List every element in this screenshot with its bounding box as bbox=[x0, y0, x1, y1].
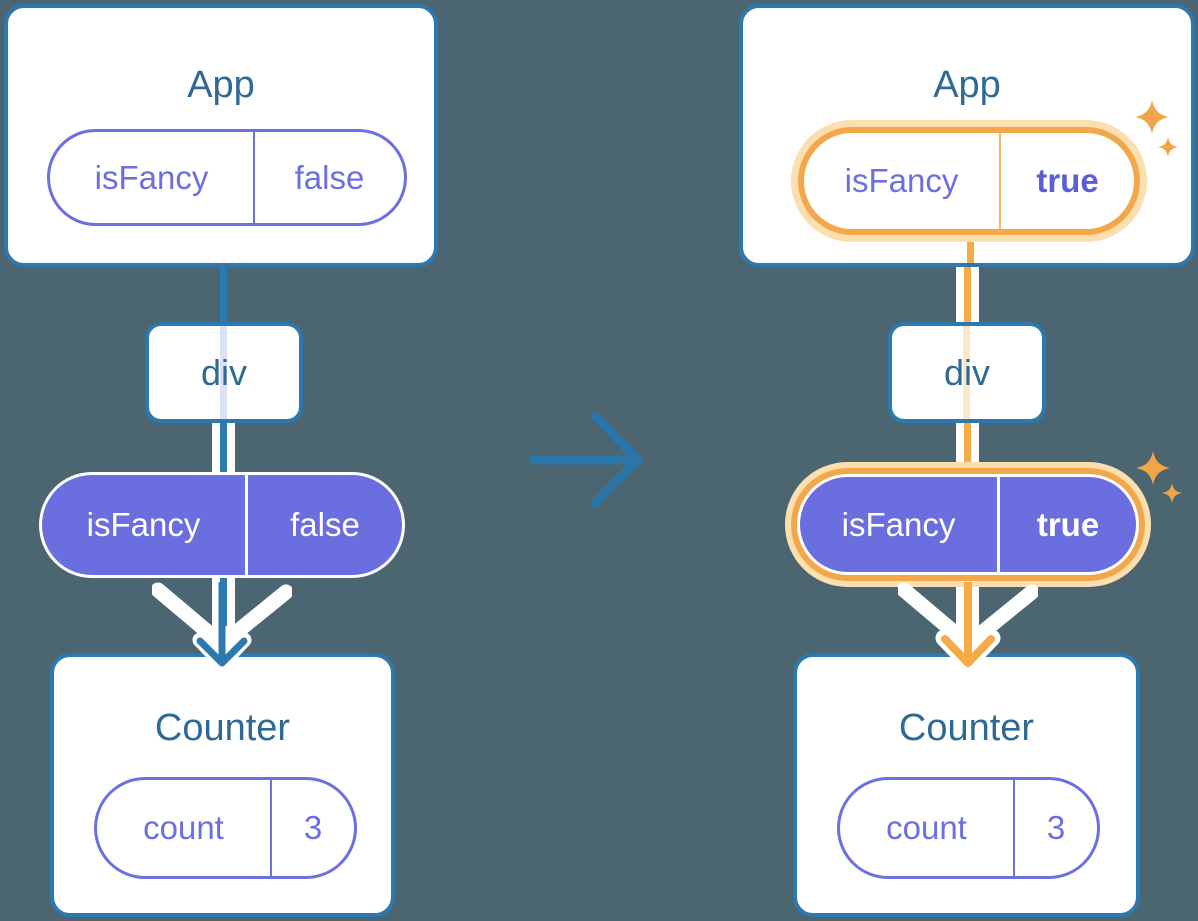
state-value: false bbox=[294, 158, 365, 196]
state-name: count bbox=[840, 780, 1015, 876]
prop-name: isFancy bbox=[800, 477, 1000, 572]
state-name: isFancy bbox=[804, 133, 1001, 229]
app-card: App isFancy true bbox=[739, 4, 1195, 267]
prop-pill: isFancy false bbox=[42, 475, 402, 575]
state-pill: isFancy false bbox=[47, 129, 407, 226]
sparkle-icon bbox=[1158, 137, 1178, 157]
div-node: div bbox=[145, 322, 303, 423]
component-title: App bbox=[187, 64, 255, 106]
state-value: 3 bbox=[303, 809, 323, 846]
app-card: App isFancy false bbox=[4, 4, 438, 267]
div-label: div bbox=[943, 351, 991, 393]
prop-value: false bbox=[290, 506, 360, 543]
flow-line-through-div bbox=[963, 326, 970, 419]
component-title: Counter bbox=[898, 707, 1035, 749]
down-chevron-arrow-icon bbox=[152, 582, 292, 671]
state-pill-highlighted: isFancy true bbox=[804, 133, 1134, 229]
flow-line-div-prop bbox=[212, 419, 235, 479]
counter-card: Counter count 3 bbox=[793, 653, 1140, 917]
prop-name: isFancy bbox=[42, 475, 248, 575]
down-chevron-arrow-icon bbox=[898, 582, 1038, 672]
flow-line-div-prop bbox=[956, 419, 979, 479]
flow-line-app-div bbox=[956, 265, 979, 324]
prop-pill-highlighted: isFancy true bbox=[800, 477, 1136, 572]
sparkle-icon bbox=[1135, 100, 1169, 134]
flow-line-through-div bbox=[220, 326, 227, 419]
state-name: count bbox=[97, 780, 272, 876]
sparkle-icon bbox=[1136, 451, 1170, 485]
div-node: div bbox=[888, 322, 1046, 423]
state-value: 3 bbox=[1046, 809, 1066, 846]
flow-line-app-div bbox=[220, 265, 227, 324]
prop-value: true bbox=[1036, 505, 1100, 543]
state-value: true bbox=[1036, 162, 1099, 199]
component-title: Counter bbox=[154, 707, 291, 749]
div-label: div bbox=[200, 351, 248, 393]
counter-card: Counter count 3 bbox=[50, 653, 395, 917]
state-pill: count 3 bbox=[94, 777, 357, 879]
component-title: App bbox=[933, 64, 1001, 106]
transition-right-arrow-icon bbox=[528, 412, 643, 508]
sparkle-icon bbox=[1162, 483, 1182, 503]
state-pill: count 3 bbox=[837, 777, 1100, 879]
state-name: isFancy bbox=[50, 132, 255, 223]
